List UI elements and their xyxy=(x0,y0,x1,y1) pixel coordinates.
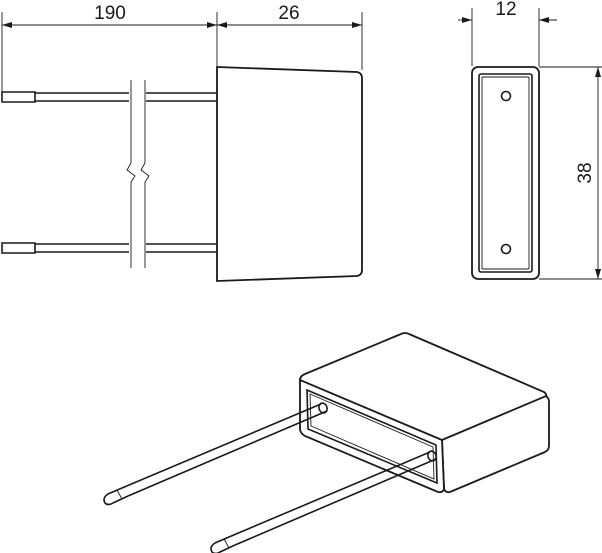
capacitor-body-front xyxy=(471,66,540,280)
upper-lead xyxy=(1,91,217,103)
front-view: 12 38 xyxy=(458,0,602,280)
iso-lead-lower xyxy=(210,450,437,553)
capacitor-front-face xyxy=(299,378,445,494)
dimension-lead-length: 190 xyxy=(2,3,217,28)
lead-hole-top xyxy=(500,90,512,102)
capacitor-body-side xyxy=(216,66,363,282)
iso-lead-upper xyxy=(103,402,328,506)
lead-hole-bottom xyxy=(500,243,512,255)
dimension-body-height: 38 xyxy=(575,67,601,279)
isometric-view xyxy=(103,332,550,553)
capacitor-right-face xyxy=(441,394,550,494)
side-view: 190 26 xyxy=(1,3,363,282)
dimension-label-190: 190 xyxy=(94,3,126,24)
lower-lead xyxy=(1,242,217,254)
dimension-label-26: 26 xyxy=(278,3,299,24)
dimension-label-12: 12 xyxy=(495,0,516,20)
dimension-label-38: 38 xyxy=(575,162,596,183)
dimension-body-thickness: 12 xyxy=(458,0,557,23)
dimension-body-width: 26 xyxy=(217,3,362,28)
break-lines xyxy=(126,80,150,268)
